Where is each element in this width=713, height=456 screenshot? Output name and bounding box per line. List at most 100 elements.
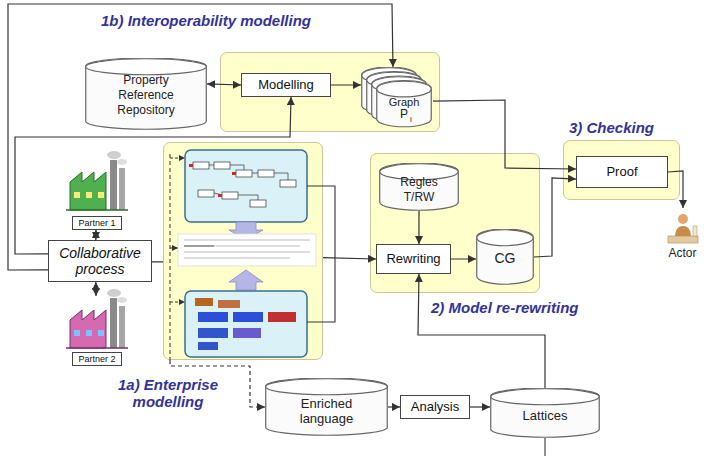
- model-element: [214, 162, 230, 169]
- cylinder-body: [380, 163, 459, 210]
- connector: [418, 274, 545, 388]
- smoke: [107, 289, 121, 297]
- model-element: [198, 312, 228, 322]
- text-line: [184, 257, 290, 258]
- smoke: [117, 159, 127, 165]
- model-element: [218, 300, 240, 308]
- smoke: [117, 297, 127, 303]
- connector: [8, 4, 393, 270]
- model-element: [268, 312, 296, 322]
- text-model: [178, 234, 316, 266]
- ground-line: [66, 347, 128, 349]
- window: [74, 192, 80, 198]
- data-store: Règles T/RW: [379, 163, 459, 211]
- node-label: i: [407, 115, 415, 124]
- model-flow: [274, 173, 288, 180]
- dashed-link: [170, 248, 178, 249]
- merge-line: [307, 186, 335, 258]
- connector: [470, 406, 490, 407]
- connector: [15, 97, 291, 254]
- cylinder-top: [377, 81, 432, 97]
- chimney: [119, 168, 125, 210]
- model-flow: [230, 165, 244, 170]
- cylinder-top: [491, 389, 600, 405]
- partner-label: Partner 1: [72, 216, 122, 230]
- actor-head: [678, 214, 688, 224]
- node-label: P: [398, 108, 410, 121]
- actor-node: Actor: [660, 208, 705, 260]
- node-label: Modelling: [258, 77, 314, 93]
- model-element: [195, 298, 213, 306]
- panel-heading: 3) Checking: [569, 119, 713, 136]
- connector: [331, 84, 361, 85]
- data-store: Enriched language: [265, 378, 388, 436]
- model-flow: [252, 173, 258, 174]
- text-line: [184, 251, 310, 252]
- window: [98, 330, 104, 336]
- model-mark: [232, 172, 236, 175]
- process-model: [185, 291, 307, 357]
- connector: [668, 171, 683, 208]
- chimney: [110, 160, 117, 210]
- cylinder-body: [491, 388, 600, 437]
- connector: [534, 178, 576, 257]
- connector: [418, 211, 419, 244]
- window: [74, 330, 80, 336]
- model-mark: [218, 194, 222, 197]
- node-label: Property Reference Repository: [110, 73, 182, 118]
- process-box: Proof: [576, 156, 668, 188]
- graph-store: GraphPi: [361, 67, 433, 129]
- model-element: [280, 180, 296, 187]
- panel-heading: 1b) Interoperability modelling: [101, 12, 391, 29]
- connector: [433, 100, 576, 169]
- cylinder-top: [86, 59, 207, 75]
- window: [98, 192, 104, 198]
- node-label: CG: [480, 251, 530, 266]
- node-label: Règles T/RW: [394, 175, 444, 205]
- process-box: Analysis: [400, 395, 470, 419]
- text-line: [184, 245, 300, 246]
- factory-building: [70, 172, 106, 210]
- ground-line: [66, 209, 128, 211]
- model-element: [250, 200, 266, 207]
- connector: [170, 360, 265, 407]
- connector: [152, 261, 163, 262]
- cylinder-body: [86, 58, 207, 129]
- process-model: [185, 150, 307, 222]
- model-flow: [214, 193, 222, 195]
- text-line: [184, 239, 310, 240]
- node-label: Graph: [376, 96, 432, 108]
- cylinder-top: [477, 230, 534, 246]
- transform-arrow: [229, 222, 263, 240]
- connector: [388, 406, 400, 407]
- cylinder-body: [266, 378, 388, 435]
- smoke: [107, 151, 121, 159]
- model-element: [198, 190, 214, 197]
- model-element: [198, 342, 218, 350]
- process-box: Rewriting: [376, 244, 451, 274]
- data-store: CG: [476, 229, 534, 285]
- window: [86, 330, 92, 336]
- model-element: [236, 170, 252, 177]
- panel-heading: 1a) Enterprise modelling: [104, 376, 232, 410]
- connector: [451, 258, 476, 259]
- model-flow: [209, 165, 214, 166]
- factory-building: [70, 310, 106, 348]
- model-element: [233, 312, 263, 322]
- data-store: Property Reference Repository: [85, 58, 207, 130]
- transform-arrow: [229, 270, 263, 290]
- connector: [95, 282, 96, 296]
- chimney: [119, 306, 125, 348]
- partner-node: Partner 1: [65, 152, 127, 230]
- partner-label: Partner 2: [72, 352, 122, 366]
- model-element: [258, 170, 274, 177]
- connector: [207, 84, 241, 85]
- node-label: Enriched language: [291, 396, 363, 426]
- node-label: Collaborative process: [52, 245, 148, 277]
- process-box: Modelling: [241, 73, 331, 97]
- node-label: Lattices: [500, 408, 590, 423]
- node-label: Proof: [606, 164, 637, 180]
